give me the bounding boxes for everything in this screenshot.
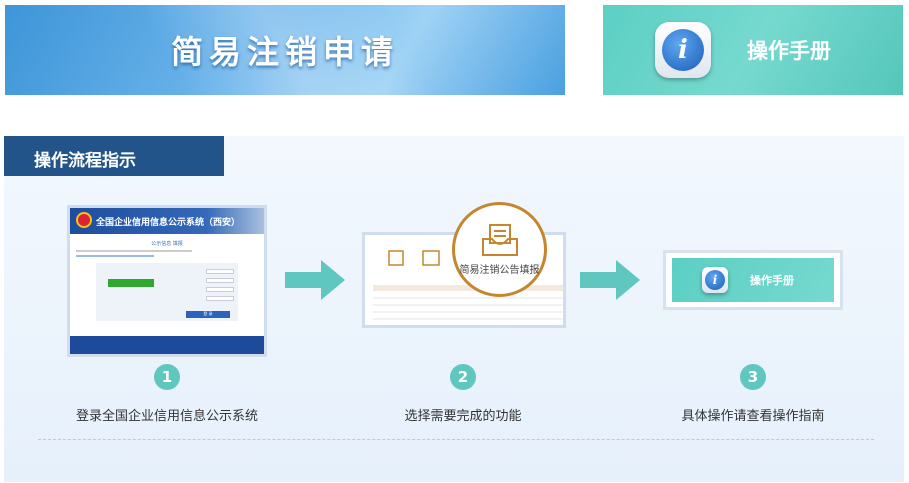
step-number: 3 <box>740 364 766 390</box>
info-icon: i <box>702 267 728 293</box>
text-line <box>76 255 154 257</box>
system-header: 全国企业信用信息公示系统（西安） <box>70 208 264 234</box>
highlight-label: 简易注销公告填报 <box>459 265 540 276</box>
emblem-icon <box>76 212 92 228</box>
inbox-document-icon <box>481 224 518 256</box>
step3-screenshot: i 操作手册 <box>663 250 843 310</box>
banner-title: 简易注销申请 <box>170 33 399 71</box>
simple-deregistration-fill-button[interactable]: 简易注销公告填报 <box>452 202 547 297</box>
arrow-right-icon <box>580 260 640 300</box>
divider <box>38 439 874 440</box>
field[interactable] <box>206 269 234 274</box>
manual-label: 操作手册 <box>750 274 794 287</box>
login-box: 登 录 <box>96 263 238 321</box>
panel-title: 操作流程指示 <box>4 136 224 176</box>
field[interactable] <box>206 287 234 292</box>
step-number: 2 <box>450 364 476 390</box>
footer <box>70 336 264 354</box>
step-label: 登录全国企业信用信息公示系统 <box>75 409 258 424</box>
login-button[interactable]: 登 录 <box>186 311 230 318</box>
simple-deregistration-banner[interactable]: 简易注销申请 <box>5 5 565 95</box>
field[interactable] <box>206 278 234 283</box>
system-title: 全国企业信用信息公示系统（西安） <box>96 217 241 228</box>
info-icon: i <box>655 22 711 78</box>
step-number: 1 <box>154 364 180 390</box>
text-line <box>76 250 193 252</box>
manual-title: 操作手册 <box>747 39 831 63</box>
function-page-sketch <box>373 250 563 320</box>
subtitle: 公示信息 填报 <box>151 241 183 247</box>
step-label: 具体操作请查看操作指南 <box>681 409 825 424</box>
operation-manual-banner[interactable]: i 操作手册 <box>603 5 903 95</box>
step1-screenshot: 全国企业信用信息公示系统（西安） 公示信息 填报 登 录 <box>67 205 267 357</box>
process-guide-panel: 操作流程指示 全国企业信用信息公示系统（西安） 公示信息 填报 登 录 简易注销… <box>4 136 904 482</box>
ca-login-button[interactable] <box>108 279 154 287</box>
step-label: 选择需要完成的功能 <box>404 409 522 424</box>
arrow-right-icon <box>285 260 345 300</box>
field[interactable] <box>206 296 234 301</box>
